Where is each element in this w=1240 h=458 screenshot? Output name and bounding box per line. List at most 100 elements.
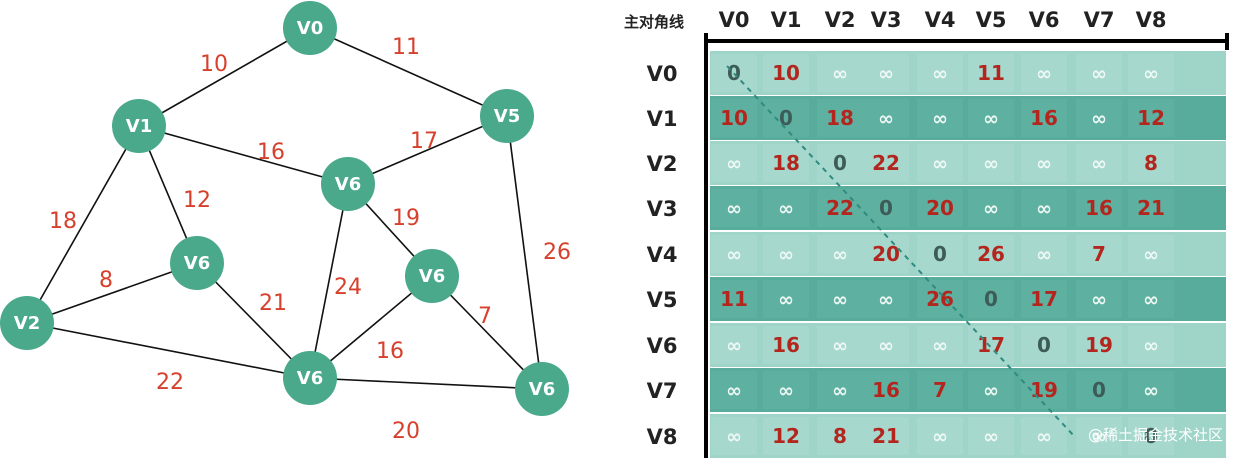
- matrix-cell: 26: [977, 242, 1005, 266]
- row-header: V1: [647, 107, 678, 131]
- edge-weight-label: 16: [257, 140, 285, 165]
- matrix-cell: ∞: [1143, 335, 1159, 357]
- matrix-cell-bg: [863, 54, 909, 92]
- matrix-cell: ∞: [1036, 426, 1052, 448]
- matrix-cell-bg: [1128, 417, 1174, 455]
- matrix-cell: ∞: [832, 289, 848, 311]
- matrix-cell-bg: [968, 235, 1014, 273]
- matrix-cell: 7: [933, 378, 947, 402]
- matrix-cell: 0: [1037, 333, 1051, 357]
- graph-node: V1: [112, 99, 166, 153]
- matrix-cell-bg: [1076, 417, 1122, 455]
- node-circle: [283, 1, 337, 55]
- matrix-cell-bg: [1128, 371, 1174, 409]
- edge: [347, 115, 508, 185]
- matrix-cell: 17: [1030, 287, 1058, 311]
- column-header: V4: [925, 8, 956, 32]
- matrix-cell-bg: [1076, 189, 1122, 227]
- matrix-cell-bg: [711, 235, 757, 273]
- matrix-cell-bg: [817, 99, 863, 137]
- matrix-cell-bg: [1021, 417, 1067, 455]
- matrix-cell-bg: [817, 54, 863, 92]
- matrix-cell-bg: [1128, 144, 1174, 182]
- matrix-cell-bg: [863, 417, 909, 455]
- matrix-cell: 19: [1085, 333, 1113, 357]
- edge-weight-label: 12: [183, 188, 211, 213]
- matrix-cell: 12: [1137, 106, 1165, 130]
- matrix-cell-bg: [1021, 54, 1067, 92]
- matrix-cell-bg: [763, 235, 809, 273]
- matrix-cell-bg: [968, 417, 1014, 455]
- matrix-cell: ∞: [983, 153, 999, 175]
- node-circle: [112, 99, 166, 153]
- row-header: V3: [647, 197, 678, 221]
- edge-weight-label: 19: [392, 206, 420, 231]
- node-circle: [480, 89, 534, 143]
- matrix-cell-bg: [917, 99, 963, 137]
- matrix-cell: ∞: [1143, 244, 1159, 266]
- node-circle: [515, 362, 569, 416]
- matrix-cell-bg: [711, 280, 757, 318]
- matrix-cell: 0: [779, 106, 793, 130]
- node-circle: [321, 157, 375, 211]
- row-header: V8: [647, 425, 678, 449]
- matrix-cell-bg: [1076, 54, 1122, 92]
- matrix-cell-bg: [1076, 371, 1122, 409]
- node-circle: [0, 296, 54, 350]
- matrix-cell: 20: [926, 196, 954, 220]
- matrix-cell: 0: [833, 151, 847, 175]
- row-header: V5: [647, 288, 678, 312]
- matrix-cell: ∞: [726, 380, 742, 402]
- matrix-cell-bg: [863, 280, 909, 318]
- matrix-cell: ∞: [878, 63, 894, 85]
- watermark: @稀土掘金技术社区: [1088, 426, 1223, 444]
- node-circle: [405, 249, 459, 303]
- matrix-cell: ∞: [1091, 108, 1107, 130]
- matrix-cell-bg: [1076, 235, 1122, 273]
- matrix-cell-bg: [817, 235, 863, 273]
- matrix-cell: ∞: [1091, 153, 1107, 175]
- node-label: V2: [14, 313, 40, 334]
- edge-weight-label: 20: [392, 419, 420, 444]
- matrix-cell: ∞: [778, 198, 794, 220]
- matrix-cell: ∞: [932, 63, 948, 85]
- matrix-cell-bg: [863, 235, 909, 273]
- matrix-cell: 11: [977, 61, 1005, 85]
- edge: [138, 27, 311, 127]
- column-header: V1: [771, 8, 802, 32]
- matrix-cell: ∞: [878, 335, 894, 357]
- matrix-cell: ∞: [1036, 244, 1052, 266]
- matrix-cell: ∞: [932, 153, 948, 175]
- matrix-cell: ∞: [726, 198, 742, 220]
- matrix-cell: ∞: [832, 63, 848, 85]
- matrix-cell-bg: [917, 189, 963, 227]
- matrix-cell: ∞: [778, 289, 794, 311]
- matrix-cell-bg: [817, 144, 863, 182]
- matrix-cell: 21: [872, 424, 900, 448]
- matrix-cell: 10: [720, 106, 748, 130]
- matrix-cell: ∞: [932, 108, 948, 130]
- matrix-cell-bg: [817, 189, 863, 227]
- matrix-cell: ∞: [983, 108, 999, 130]
- matrix-cell: ∞: [1091, 63, 1107, 85]
- matrix-cell-bg: [968, 189, 1014, 227]
- matrix-cell: ∞: [778, 244, 794, 266]
- row-header: V4: [647, 243, 678, 267]
- edge-weight-label: 16: [376, 339, 404, 364]
- edge: [26, 125, 140, 324]
- matrix-cell: 0: [1092, 378, 1106, 402]
- column-header: V5: [976, 8, 1007, 32]
- matrix-cell-bg: [917, 235, 963, 273]
- matrix-cell: ∞: [1091, 426, 1107, 448]
- edge: [26, 322, 311, 379]
- matrix-cell-bg: [763, 189, 809, 227]
- matrix-cell: 0: [984, 287, 998, 311]
- matrix-cell-bg: [711, 99, 757, 137]
- matrix-cell-bg: [817, 326, 863, 364]
- edge-weight-label: 24: [334, 275, 362, 300]
- matrix-cell-bg: [817, 371, 863, 409]
- matrix-cell-bg: [711, 371, 757, 409]
- matrix-cell-bg: [763, 326, 809, 364]
- matrix-cell-bg: [863, 326, 909, 364]
- edge-weight-label: 8: [99, 268, 113, 293]
